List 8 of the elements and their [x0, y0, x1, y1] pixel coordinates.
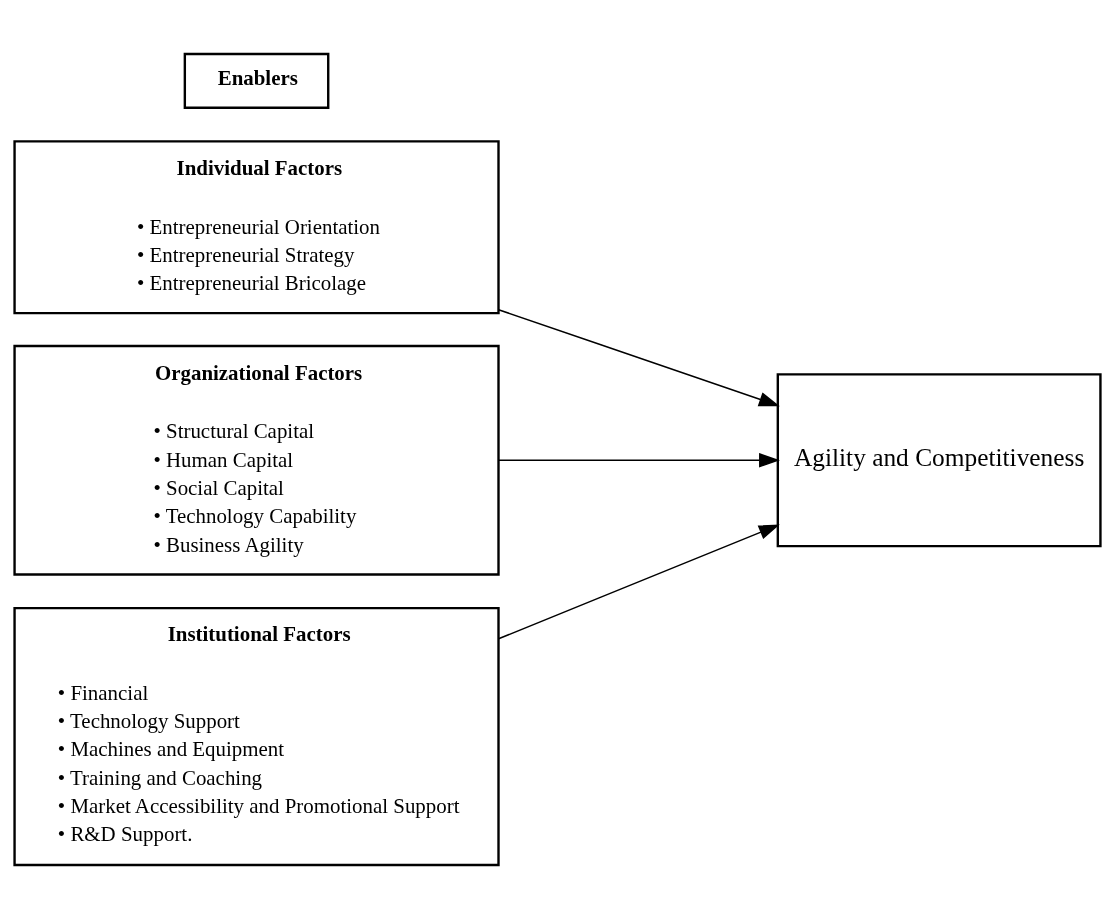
node-box: Enablers [183, 52, 330, 109]
node-box: Organizational Factors • Structural Capital • Human Capital • Social Capital • Technology Capability • Business Agility [13, 344, 500, 576]
node-box: Agility and Competitiveness [776, 372, 1102, 547]
arrow [497, 523, 780, 639]
node-box: Institutional Factors • Financial • Technology Support • Machines and Equipment • Training and Coaching • Market Accessibility and Promotional Support • R&D Support. [13, 606, 500, 866]
node-box: Individual Factors • Entrepreneurial Orientation • Entrepreneurial Strategy • Entrepreneurial Bricolage [13, 139, 500, 314]
arrow [497, 452, 780, 468]
arrow [497, 308, 780, 406]
